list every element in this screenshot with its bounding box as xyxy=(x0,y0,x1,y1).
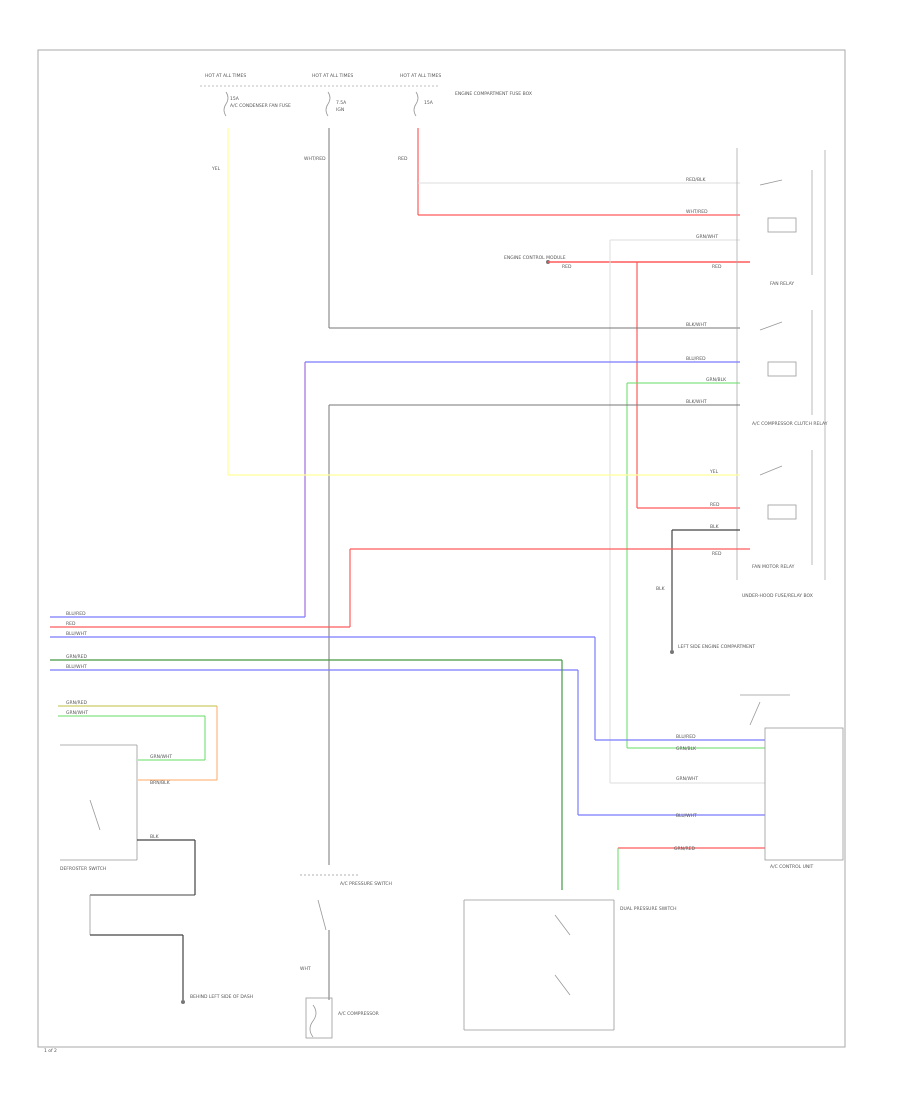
svg-text:RED: RED xyxy=(712,264,722,270)
power-label-1: HOT AT ALL TIMES xyxy=(205,73,246,79)
dual-pressure-switch: DUAL PRESSURE SWITCH xyxy=(463,899,677,1031)
fuse-3-desc: ENGINE COMPARTMENT FUSE BOX xyxy=(455,91,532,97)
svg-text:WHT/RED: WHT/RED xyxy=(304,156,326,162)
svg-text:WHT/RED: WHT/RED xyxy=(686,209,708,215)
svg-text:RED: RED xyxy=(710,502,720,508)
ground-bottom: BEHIND LEFT SIDE OF DASH xyxy=(181,994,253,1004)
svg-text:GRN/RED: GRN/RED xyxy=(674,846,695,852)
svg-text:GRN/RED: GRN/RED xyxy=(66,654,87,660)
svg-text:BLU/WHT: BLU/WHT xyxy=(66,631,87,637)
fuse-1-desc: A/C CONDENSER FAN FUSE xyxy=(230,103,291,109)
diagram-frame xyxy=(37,49,846,1048)
svg-text:BLU/WHT: BLU/WHT xyxy=(66,664,87,670)
svg-text:DUAL PRESSURE SWITCH: DUAL PRESSURE SWITCH xyxy=(620,906,677,912)
svg-text:RED: RED xyxy=(398,156,408,162)
svg-text:BLK: BLK xyxy=(150,834,160,840)
svg-text:BLU/RED: BLU/RED xyxy=(686,356,706,362)
relay-compressor-label: A/C COMPRESSOR CLUTCH RELAY xyxy=(752,421,828,427)
relay-box-label: UNDER-HOOD FUSE/RELAY BOX xyxy=(742,593,813,599)
svg-text:ENGINE CONTROL MODULE: ENGINE CONTROL MODULE xyxy=(504,255,566,261)
svg-text:A/C PRESSURE SWITCH: A/C PRESSURE SWITCH xyxy=(340,881,392,887)
svg-text:BEHIND LEFT SIDE OF DASH: BEHIND LEFT SIDE OF DASH xyxy=(190,994,253,1000)
fuse-2-rating: 7.5A xyxy=(336,100,347,106)
svg-text:BLU/RED: BLU/RED xyxy=(676,734,696,740)
svg-text:GRN/WHT: GRN/WHT xyxy=(66,710,88,716)
svg-text:BLK: BLK xyxy=(710,524,720,530)
fuse-2-desc: IGN xyxy=(336,107,344,113)
power-label-2: HOT AT ALL TIMES xyxy=(312,73,353,79)
svg-text:RED: RED xyxy=(562,264,572,270)
svg-text:GRN/WHT: GRN/WHT xyxy=(696,234,718,240)
defroster-switch: DEFROSTER SWITCH xyxy=(60,744,138,872)
svg-text:GRN/WHT: GRN/WHT xyxy=(676,776,698,782)
relay-motor-label: FAN MOTOR RELAY xyxy=(752,564,795,570)
compressor: A/C COMPRESSOR xyxy=(305,997,379,1039)
svg-text:BLK: BLK xyxy=(656,586,666,592)
ac-control-unit: A/C CONTROL UNIT xyxy=(740,694,844,870)
svg-text:BLK/WHT: BLK/WHT xyxy=(686,322,707,328)
page-footer: 1 of 2 xyxy=(44,1048,57,1054)
svg-text:BLU/WHT: BLU/WHT xyxy=(676,813,697,819)
ground-left: LEFT SIDE ENGINE COMPARTMENT xyxy=(670,644,755,654)
svg-text:A/C COMPRESSOR: A/C COMPRESSOR xyxy=(338,1011,379,1017)
fuse-3-rating: 15A xyxy=(424,100,434,106)
relay-box: FAN RELAY A/C COMPRESSOR CLUTCH RELAY FA… xyxy=(736,148,828,599)
svg-text:GRN/RED: GRN/RED xyxy=(66,700,87,706)
relay-fan-label: FAN RELAY xyxy=(770,281,794,287)
fuse-1-rating: 15A xyxy=(230,96,240,102)
svg-text:GRN/WHT: GRN/WHT xyxy=(150,754,172,760)
svg-text:GRN/BLK: GRN/BLK xyxy=(676,746,697,752)
svg-text:RED: RED xyxy=(66,621,76,627)
svg-text:YEL: YEL xyxy=(709,469,719,475)
power-sources: HOT AT ALL TIMES HOT AT ALL TIMES HOT AT… xyxy=(200,73,532,117)
svg-text:LEFT SIDE ENGINE COMPARTMENT: LEFT SIDE ENGINE COMPARTMENT xyxy=(678,644,755,650)
svg-text:RED: RED xyxy=(712,551,722,557)
svg-text:A/C CONTROL UNIT: A/C CONTROL UNIT xyxy=(770,864,814,870)
svg-text:BLK/WHT: BLK/WHT xyxy=(686,399,707,405)
power-label-3: HOT AT ALL TIMES xyxy=(400,73,441,79)
svg-text:WHT: WHT xyxy=(300,966,311,972)
svg-text:RED/BLK: RED/BLK xyxy=(686,177,707,183)
svg-text:BRN/BLK: BRN/BLK xyxy=(150,780,171,786)
svg-text:BLU/RED: BLU/RED xyxy=(66,611,86,617)
svg-text:DEFROSTER SWITCH: DEFROSTER SWITCH xyxy=(60,866,106,872)
svg-text:YEL: YEL xyxy=(211,166,221,172)
svg-text:GRN/BLK: GRN/BLK xyxy=(706,377,727,383)
ac-pressure-switch: A/C PRESSURE SWITCH xyxy=(300,874,392,931)
